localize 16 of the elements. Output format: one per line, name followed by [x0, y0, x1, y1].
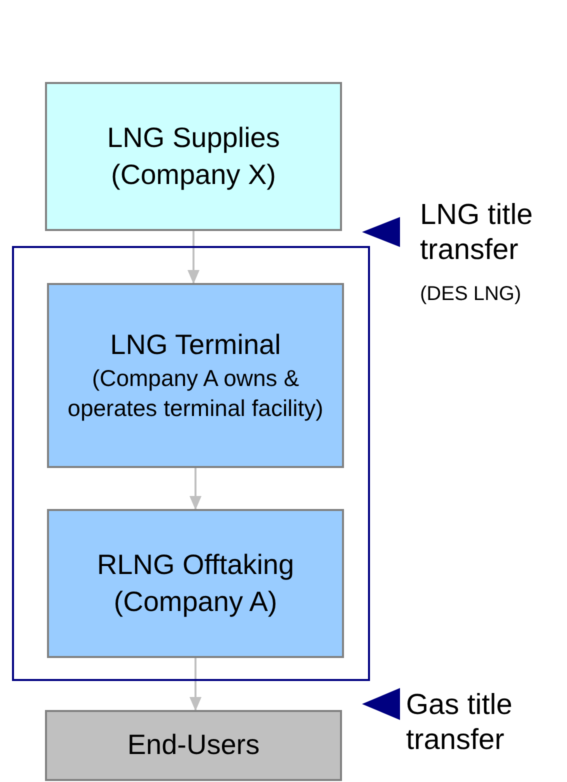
- box-title: LNG Supplies (Company X): [106, 121, 281, 192]
- process-box: [47, 283, 344, 468]
- transfer-note: Gas title transfer: [406, 688, 514, 758]
- box-title: RLNG Offtaking (Company A): [96, 548, 296, 619]
- arrow: [190, 468, 202, 510]
- process-box: [47, 509, 344, 658]
- process-box: [45, 710, 342, 781]
- transfer-note: LNG title transfer: [420, 198, 534, 268]
- arrow: [188, 231, 200, 284]
- group-frame: [12, 246, 370, 681]
- box-description: (Company A owns & operates terminal facility): [66, 364, 324, 423]
- box-title: LNG Terminal: [110, 328, 281, 362]
- box-title: End-Users: [127, 728, 260, 762]
- arrow: [190, 658, 202, 711]
- process-box: [45, 82, 342, 231]
- transfer-note: (DES LNG): [420, 282, 522, 306]
